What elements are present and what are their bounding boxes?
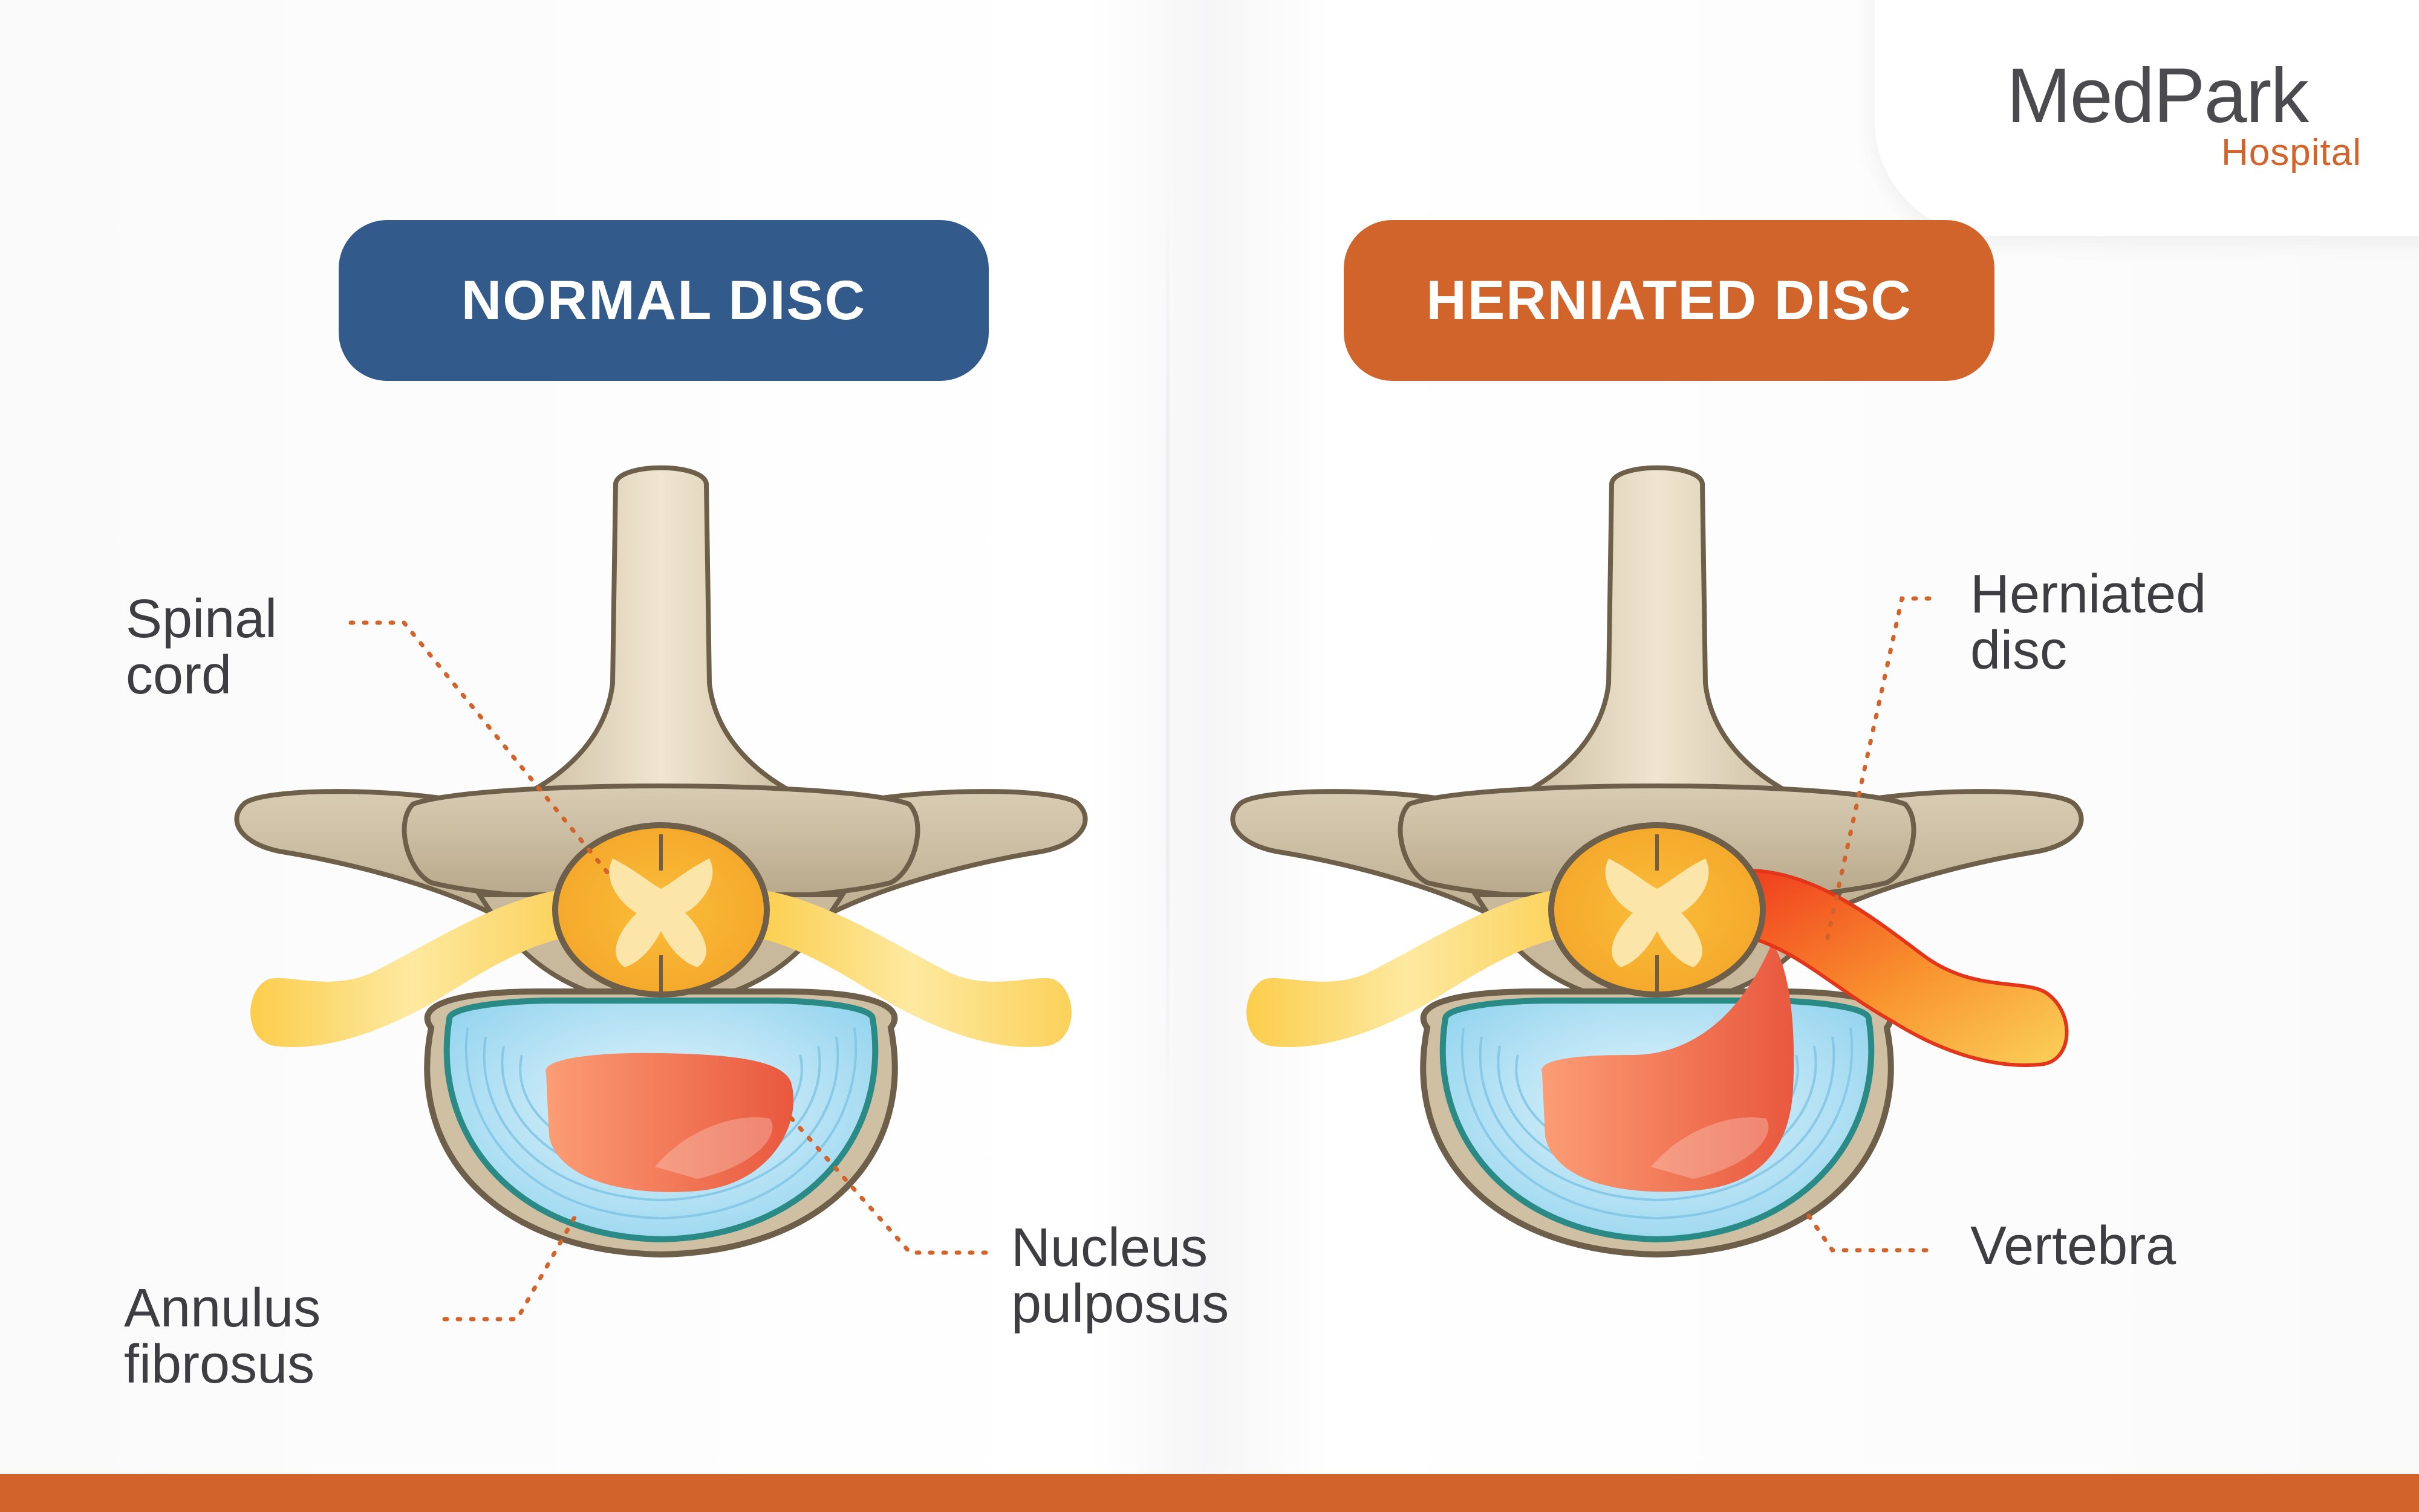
nerve-root-left [1246, 889, 1566, 1047]
herniated-vertebra [1232, 468, 2081, 1254]
leader-lines [348, 596, 1932, 1322]
brand-logo: MedPark [2007, 53, 2309, 139]
leader-spinal-cord [348, 620, 613, 879]
leader-nucleus [784, 1110, 988, 1255]
leader-vertebra [1806, 1213, 1929, 1253]
logo-card [1875, 0, 2419, 236]
herniated-nucleus [1542, 943, 1794, 1192]
brand-subtitle: Hospital [2221, 132, 2362, 174]
label-herniated-disc: Herniated disc [1970, 564, 2207, 681]
footer-bar [0, 1474, 2419, 1512]
nerve-root-right [752, 889, 1072, 1047]
nucleus-pulposus [545, 1053, 794, 1192]
leader-herniated [1824, 596, 1932, 946]
label-annulus-fibrosus: Annulus fibrosus [124, 1278, 321, 1395]
nerve-root-left [250, 889, 570, 1047]
label-vertebra: Vertebra [1970, 1216, 2176, 1276]
label-spinal-cord: Spinal cord [126, 589, 278, 706]
panel-divider [1166, 181, 1170, 1118]
herniated-disc-title: HERNIATED DISC [1344, 220, 1994, 381]
label-nucleus-pulposus: Nucleus pulposus [1011, 1218, 1229, 1334]
normal-vertebra [236, 468, 1085, 1254]
inflamed-nerve-root [1746, 868, 2069, 1067]
normal-disc-title: NORMAL DISC [339, 220, 989, 381]
